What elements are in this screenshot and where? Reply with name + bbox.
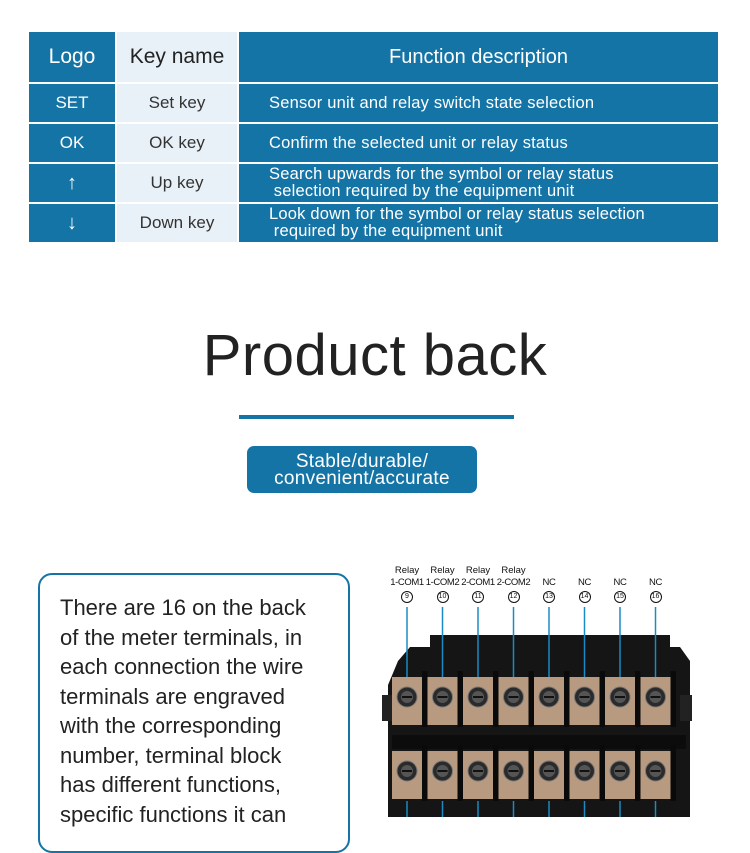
terminal-divider [528,671,534,727]
row-key-name: Set key [115,82,239,124]
terminal-label-bottom: NC [649,577,662,588]
terminal-label-bottom: NC [613,577,627,588]
header-key-name: Key name [115,30,239,84]
terminal-divider [422,671,428,727]
feature-badge-line2: convenient/accurate [274,468,450,489]
terminal-divider [493,671,499,727]
terminal-number: 13 [543,591,555,603]
terminal-divider [493,745,499,801]
terminal-label-bottom: NC [578,577,591,588]
down-arrow-icon: ↓ [67,211,77,234]
header-function: Function description [237,30,720,84]
row-function-line1: Look down for the symbol or relay status… [269,205,645,223]
terminal-divider [564,671,570,727]
terminal-number: 15 [614,591,626,603]
terminal-label-top: Relay [394,565,420,576]
header-logo: Logo [27,30,117,84]
feature-badge-line1: Stable/durable/ [295,451,429,472]
feature-badge: Stable/durable/ convenient/accurate [247,446,477,493]
terminal-label: NC 13 [529,565,569,603]
terminal-label-top: Relay [465,565,491,576]
terminal-label-bottom: 1-COM1 [390,577,424,588]
info-paragraph: There are 16 on the back of the meter te… [60,595,306,827]
row-function: Sensor unit and relay switch state selec… [237,82,720,124]
row-key-name: Up key [115,162,239,204]
terminal-housing-side [680,695,692,721]
terminal-label-bottom: 1-COM2 [425,577,460,588]
row-key-name: OK key [115,122,239,164]
terminal-number: 14 [578,591,591,603]
terminal-divider [599,671,605,727]
terminal-housing-side [382,695,392,721]
row-logo: ↓ [27,202,117,244]
terminal-block-image [382,607,692,817]
terminal-number: 9 [401,591,413,603]
row-function-line2: required by the equipment unit [269,222,503,240]
terminal-number: 10 [436,591,449,603]
terminal-number: 12 [507,591,520,603]
terminal-divider [457,671,463,727]
terminal-label-bottom: 2-COM1 [461,577,495,588]
terminal-number: 11 [472,591,484,603]
row-function: Search upwards for the symbol or relay s… [237,162,720,204]
up-arrow-icon: ↑ [67,171,77,194]
row-function-line2: selection required by the equipment unit [269,182,575,200]
row-logo: ↑ [27,162,117,204]
row-function-line1: Search upwards for the symbol or relay s… [269,165,614,183]
row-key-name: Down key [115,202,239,244]
terminal-divider [564,745,570,801]
terminal-divider [670,671,676,727]
table-header-row: Logo Key name Function description [27,30,720,84]
terminal-label: NC 16 [636,565,676,603]
terminal-divider [635,671,641,727]
info-text-box: There are 16 on the back of the meter te… [38,573,350,853]
terminal-label-top: Relay [430,565,455,576]
row-logo: SET [27,82,117,124]
terminal-number: 16 [649,591,662,603]
terminal-divider [457,745,463,801]
table-row: OK OK key Confirm the selected unit or r… [27,122,720,164]
terminal-label: NC 15 [600,565,640,603]
row-function: Look down for the symbol or relay status… [237,202,720,244]
terminal-divider [528,745,534,801]
title-underline [239,415,514,419]
terminal-divider [635,745,641,801]
terminal-label-bottom: NC [542,577,556,588]
terminal-label-bottom: 2-COM2 [496,577,531,588]
section-title: Product back [202,323,548,388]
row-logo: OK [27,122,117,164]
table-row: SET Set key Sensor unit and relay switch… [27,82,720,124]
row-function: Confirm the selected unit or relay statu… [237,122,720,164]
terminal-label-top: Relay [501,565,526,576]
key-function-table: Logo Key name Function description SET S… [27,30,720,244]
terminal-divider [599,745,605,801]
terminal-rows [392,607,676,817]
table-row: ↓ Down key Look down for the symbol or r… [27,202,720,244]
terminal-divider [670,745,676,801]
table-row: ↑ Up key Search upwards for the symbol o… [27,162,720,204]
terminal-divider [422,745,428,801]
terminal-label: NC 14 [565,565,605,603]
terminal-mid-band [392,735,686,749]
